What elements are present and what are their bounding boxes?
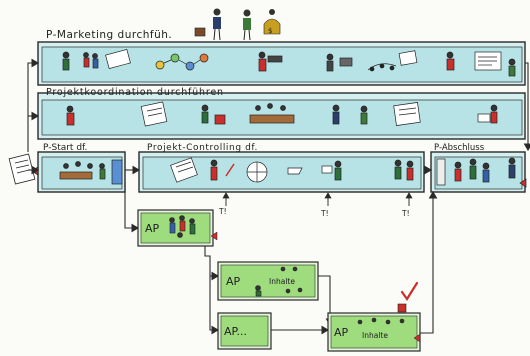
lane-koordination: Projektkoordination durchführen: [37, 87, 526, 140]
lane-start-title: P-Start df.: [43, 143, 87, 153]
lane-abschluss-title: P-Abschluss: [434, 143, 485, 153]
abschluss-sketches: [436, 157, 527, 188]
work-package-2: AP Inhalte: [217, 261, 319, 301]
milestones: [222, 192, 413, 206]
stakeholders-group: $: [194, 8, 281, 41]
lane-controlling-title: Projekt-Controlling df.: [147, 143, 258, 153]
ap1-label: AP: [145, 222, 160, 235]
svg-text:$: $: [268, 27, 272, 35]
controlling-sketches: [170, 157, 414, 183]
ap4-label: AP: [334, 326, 349, 339]
flow-arrows: [27, 58, 530, 335]
ap3-label: AP...: [224, 325, 247, 338]
start-sketches: [59, 159, 123, 185]
milestone-label-1: T!: [218, 207, 227, 216]
ap2-label: AP: [226, 275, 241, 288]
work-package-1: AP: [137, 209, 218, 247]
project-start-document: [8, 153, 39, 185]
work-package-4: AP Inhalte: [327, 303, 421, 352]
checkmark-icon: [400, 281, 419, 301]
milestone-label-3: T!: [401, 209, 410, 218]
ap4-contents-label: Inhalte: [362, 331, 388, 340]
milestone-label-2: T!: [320, 209, 329, 218]
marketing-sketches: [62, 48, 516, 77]
koordination-sketches: [66, 101, 498, 127]
lane-koordination-title: Projektkoordination durchführen: [46, 87, 224, 98]
lane-marketing-title: P-Marketing durchfüh.: [46, 29, 172, 41]
work-package-3: AP...: [217, 312, 272, 350]
ap2-contents-label: Inhalte: [269, 277, 295, 286]
